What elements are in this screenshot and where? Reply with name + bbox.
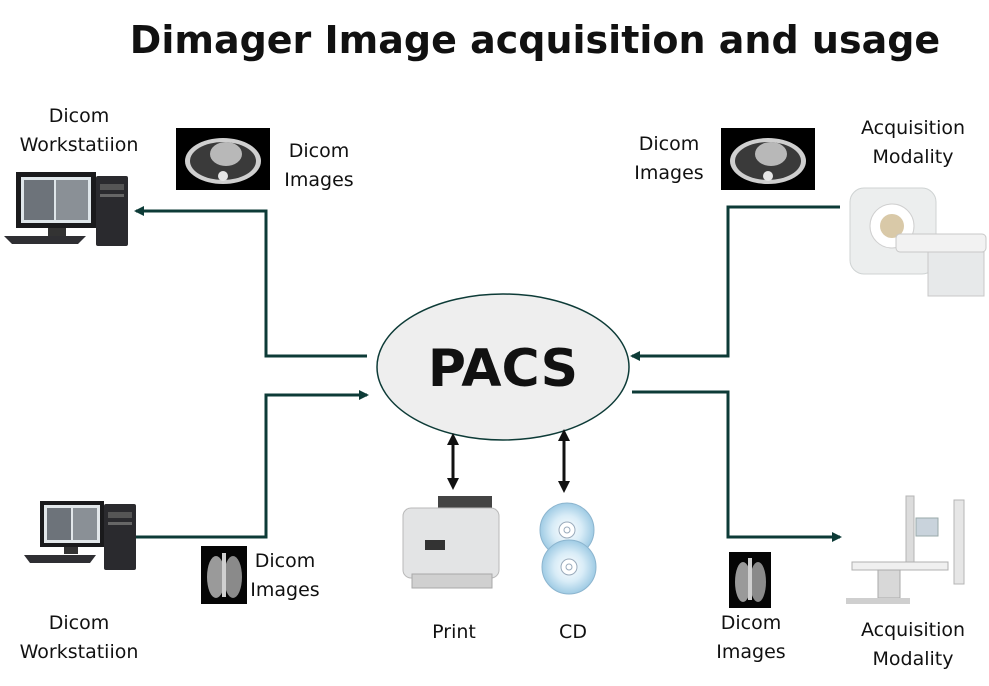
ct-scanner-image — [849, 187, 987, 297]
pacs-node: PACS — [376, 293, 630, 441]
ct-slice-image-top-left — [176, 128, 270, 190]
arrow-modality-top-to-pacs — [630, 205, 840, 361]
print-label: Print — [432, 621, 476, 643]
printer-image — [402, 496, 500, 589]
workstation-bottom-image — [24, 501, 136, 570]
arrow-pacs-to-workstation-top — [134, 206, 367, 358]
pacs-label: PACS — [428, 339, 578, 399]
cd-label: CD — [559, 621, 587, 643]
arrow-pacs-to-modality-bottom — [632, 390, 842, 542]
workstation-top-image — [4, 172, 128, 246]
xray-image-bottom-left — [201, 546, 247, 604]
xray-machine-image — [846, 495, 965, 604]
xray-image-bottom-right — [729, 552, 771, 608]
arrow-workstation-bottom-to-pacs — [136, 390, 369, 539]
ct-slice-image-top-right — [721, 128, 815, 190]
diagram-title: Dimager Image acquisition and usage — [129, 18, 941, 62]
cd-image — [539, 502, 597, 595]
